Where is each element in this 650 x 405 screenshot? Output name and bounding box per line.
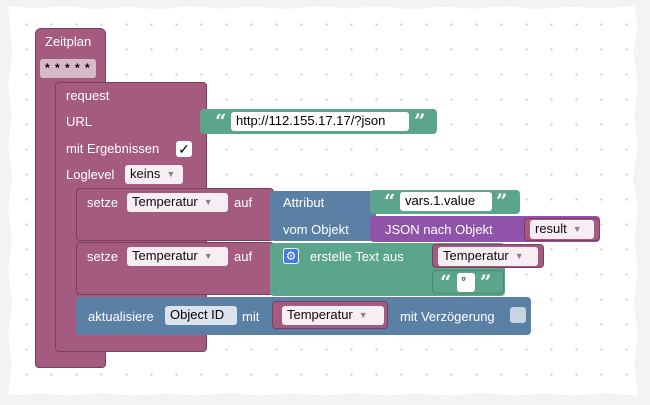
variable-name-1: Temperatur	[132, 194, 198, 209]
attribute-label: Attribut	[283, 195, 325, 210]
chevron-down-icon: ▼	[358, 310, 368, 320]
schedule-cron-field[interactable]: * * * * *	[40, 59, 96, 78]
chevron-down-icon: ▼	[166, 169, 176, 179]
delay-label: mit Verzögerung	[400, 309, 495, 324]
chevron-down-icon: ▼	[203, 251, 213, 261]
quote-close-icon: ”	[496, 189, 508, 213]
delay-checkbox[interactable]	[510, 307, 526, 323]
variable-dropdown-2[interactable]: Temperatur ▼	[127, 247, 228, 266]
set-label-2: setze	[87, 249, 119, 264]
loglevel-value: keins	[130, 166, 161, 181]
quote-open-icon: “	[384, 189, 396, 213]
variable-dropdown-1[interactable]: Temperatur ▼	[127, 193, 228, 212]
json-to-object-label: JSON nach Objekt	[385, 222, 493, 237]
schedule-title: Zeitplan	[45, 34, 92, 49]
url-label: URL	[66, 114, 93, 129]
variable-name-2: Temperatur	[132, 248, 198, 263]
create-text-label: erstelle Text aus	[310, 249, 404, 264]
chevron-down-icon: ▼	[203, 197, 213, 207]
attribute-text-field[interactable]: vars.1.value	[400, 192, 492, 211]
to-label-1: auf	[234, 195, 253, 210]
attribute-block[interactable]	[270, 191, 376, 241]
chevron-down-icon: ▼	[514, 251, 524, 261]
to-label-2: auf	[234, 249, 253, 264]
result-dropdown[interactable]: result ▼	[530, 220, 594, 239]
request-title: request	[66, 88, 110, 103]
text-var-dropdown[interactable]: Temperatur ▼	[438, 247, 538, 266]
text-var-name: Temperatur	[443, 248, 509, 263]
url-text-field[interactable]: http://112.155.17.17/?json	[231, 112, 409, 131]
gear-icon[interactable]: ⚙	[283, 248, 299, 264]
set-label-1: setze	[87, 195, 119, 210]
result-variable-name: result	[535, 221, 567, 236]
quote-close-icon: ”	[480, 270, 492, 294]
with-results-label: mit Ergebnissen	[66, 141, 160, 156]
loglevel-label: Loglevel	[66, 167, 115, 182]
update-var-name: Temperatur	[287, 307, 353, 322]
from-object-label: vom Objekt	[283, 222, 349, 237]
object-id-field[interactable]: Object ID	[165, 306, 237, 325]
with-label: mit	[242, 309, 260, 324]
update-label: aktualisiere	[88, 309, 154, 324]
loglevel-dropdown[interactable]: keins ▼	[125, 165, 183, 184]
quote-open-icon: “	[440, 270, 452, 294]
chevron-down-icon: ▼	[572, 224, 582, 234]
degree-text-field[interactable]: °	[457, 273, 475, 292]
quote-close-icon: ”	[414, 109, 426, 133]
quote-open-icon: “	[215, 109, 227, 133]
with-results-checkbox[interactable]: ✓	[176, 141, 192, 157]
update-var-dropdown[interactable]: Temperatur ▼	[282, 306, 384, 325]
